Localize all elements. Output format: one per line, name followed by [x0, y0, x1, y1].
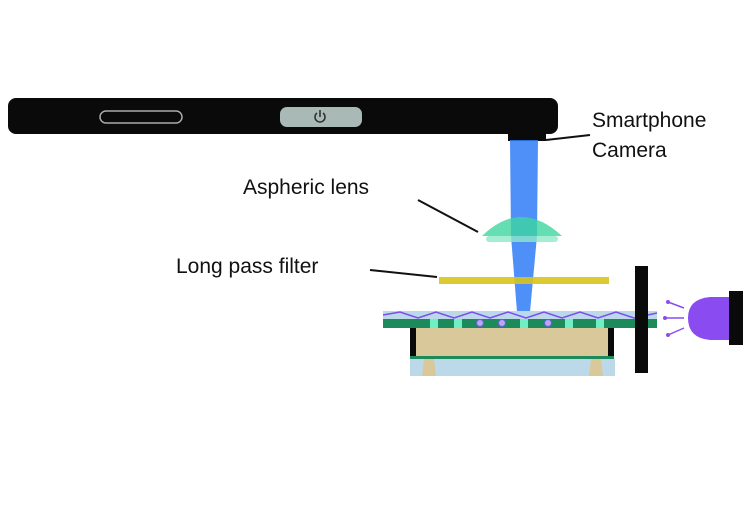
lens-label: Aspheric lens [243, 176, 369, 199]
long-pass-filter [439, 277, 609, 284]
power-button [280, 107, 362, 127]
volume-slot [99, 110, 183, 124]
light-arrows [665, 301, 685, 336]
light-barrier [635, 266, 648, 373]
smartphone [8, 98, 558, 141]
filter-label: Long pass filter [176, 255, 318, 278]
power-icon [314, 110, 326, 123]
camera-label-line2: Camera [592, 139, 667, 162]
aspheric-lens [482, 217, 562, 242]
camera-leader [545, 134, 591, 141]
sample-chip [382, 311, 658, 376]
filter-leader [369, 269, 438, 278]
lens-leader [417, 199, 479, 233]
led-light-source [663, 291, 743, 345]
camera-label-line1: Smartphone [592, 109, 706, 132]
